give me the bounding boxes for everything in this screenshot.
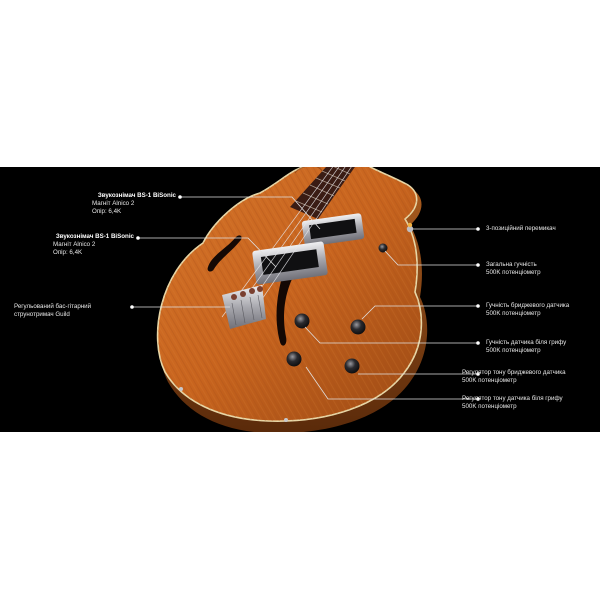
callout-line: струнотримач Guild [14,311,70,319]
callout-tailpiece: Регульований бас-гітарний струнотримач G… [14,303,128,319]
callout-neck-pickup: Звукознімач BS-1 BiSonic Магніт Alnico 2… [70,192,176,217]
product-photo-band: Звукознімач BS-1 BiSonic Магніт Alnico 2… [0,167,600,432]
callout-master-volume: Загальна гучність 500K потенціометр [486,261,541,277]
callout-neck-tone: Регулятор тону датчика біля грифу 500K п… [462,395,563,411]
callout-line: Гучність датчика біля грифу [486,339,567,346]
callout-line: Магніт Alnico 2 [92,200,135,208]
callout-line: Гучність бриджевого датчика [486,302,570,309]
callout-line: Загальна гучність [486,261,537,268]
callout-line: Регульований бас-гітарний [14,303,92,310]
callout-bridge-pickup: Звукознімач BS-1 BiSonic Магніт Alnico 2… [28,233,134,258]
callout-line: 500K потенціометр [462,403,517,411]
callout-line: 500K потенціометр [486,347,541,355]
callout-line: 3-позиційний перемикач [486,225,556,232]
callout-line: Регулятор тону датчика біля грифу [462,395,563,402]
callout-line: 500K потенціометр [462,377,517,385]
bass-guitar-image [156,167,428,432]
callout-line: Опір: 6,4K [92,208,122,216]
callout-neck-volume: Гучність датчика біля грифу 500K потенці… [486,339,566,355]
callout-line: Регулятор тону бриджевого датчика [462,369,566,376]
callout-title: Звукознімач BS-1 BiSonic [97,192,176,199]
callout-line: Магніт Alnico 2 [53,241,96,249]
bridge-tailpiece [222,285,266,329]
callout-bridge-volume: Гучність бриджевого датчика 500K потенці… [486,302,569,318]
callout-line: Опір: 6,4K [53,249,83,257]
callout-line: 500K потенціометр [486,310,541,318]
callout-bridge-tone: Регулятор тону бриджевого датчика 500K п… [462,369,566,385]
callout-title: Звукознімач BS-1 BiSonic [55,233,134,240]
callout-line: 500K потенціометр [486,269,541,277]
callout-3-way-switch: 3-позиційний перемикач [486,225,556,233]
